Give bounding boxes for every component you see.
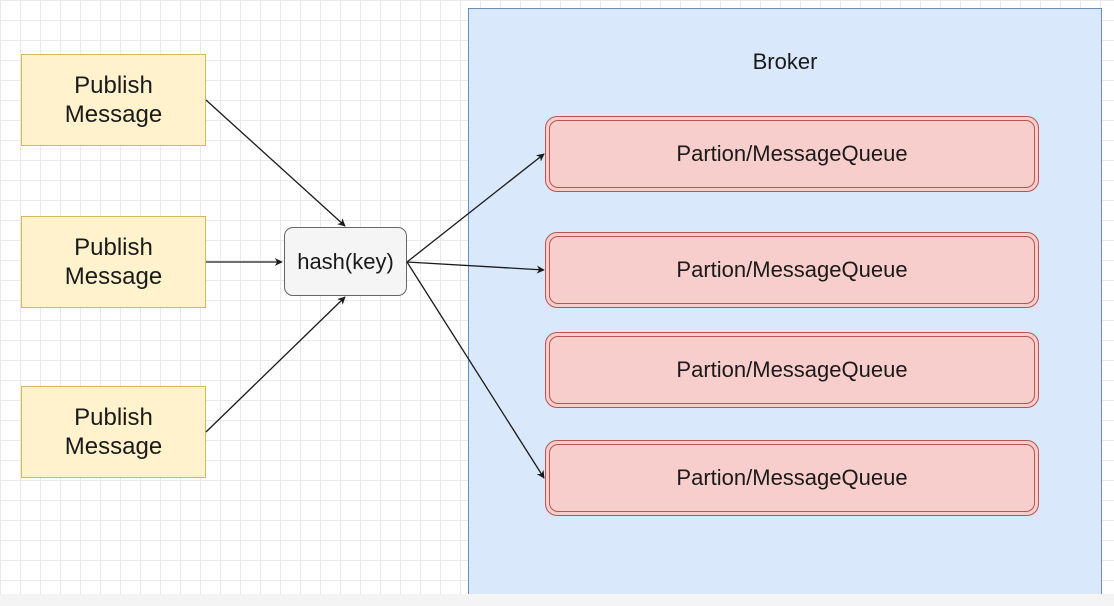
queue-label-4: Partion/MessageQueue xyxy=(676,465,908,490)
queue-box-1[interactable]: Partion/MessageQueue xyxy=(545,116,1039,192)
bottom-edge xyxy=(0,594,1114,606)
publisher-label-3: Publish Message xyxy=(64,404,163,460)
publisher-box-3[interactable]: Publish Message xyxy=(21,386,206,478)
broker-title: Broker xyxy=(752,49,818,74)
queue-box-3[interactable]: Partion/MessageQueue xyxy=(545,332,1039,408)
publisher-box-1[interactable]: Publish Message xyxy=(21,54,206,146)
arrow-publisher3-to-hash xyxy=(205,296,346,433)
queue-label-3: Partion/MessageQueue xyxy=(676,357,908,382)
hash-node[interactable]: hash(key) xyxy=(284,227,407,296)
queue-box-4[interactable]: Partion/MessageQueue xyxy=(545,440,1039,516)
queue-label-2: Partion/MessageQueue xyxy=(676,257,908,282)
hash-label: hash(key) xyxy=(297,248,394,274)
publisher-box-2[interactable]: Publish Message xyxy=(21,216,206,308)
publisher-label-2: Publish Message xyxy=(64,234,163,290)
queue-box-2[interactable]: Partion/MessageQueue xyxy=(545,232,1039,308)
queue-label-1: Partion/MessageQueue xyxy=(676,141,908,166)
arrow-publisher1-to-hash xyxy=(205,99,346,227)
publisher-label-1: Publish Message xyxy=(64,72,163,128)
